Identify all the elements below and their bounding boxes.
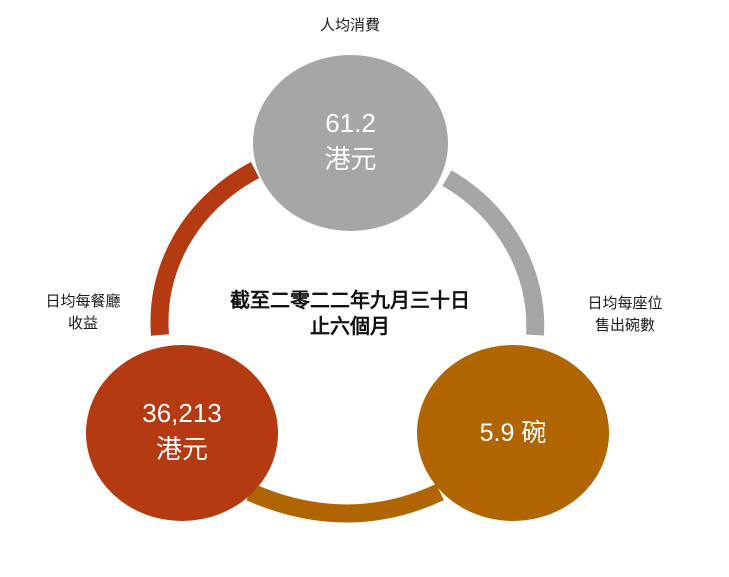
arc-gray [442, 170, 545, 336]
node-spend-per-head: 61.2 港元 [253, 55, 448, 231]
spend-value: 61.2 [325, 108, 376, 138]
arc-red [150, 162, 260, 336]
arc-amber [246, 483, 444, 523]
label-daily-revenue: 日均每餐廳 收益 [45, 292, 121, 332]
label-spend-per-head: 人均消費 [319, 16, 380, 34]
bowls-value: 5.9 碗 [479, 419, 547, 447]
revenue-unit: 港元 [155, 435, 208, 465]
spend-unit: 港元 [324, 145, 377, 175]
node-bowls-per-seat: 5.9 碗 [417, 345, 609, 521]
revenue-value: 36,213 [142, 398, 222, 428]
node-daily-revenue: 36,213 港元 [86, 345, 278, 521]
period-caption: 截至二零二二年九月三十日 止六個月 [230, 288, 470, 338]
label-bowls-per-seat: 日均每座位 售出碗數 [587, 294, 663, 334]
